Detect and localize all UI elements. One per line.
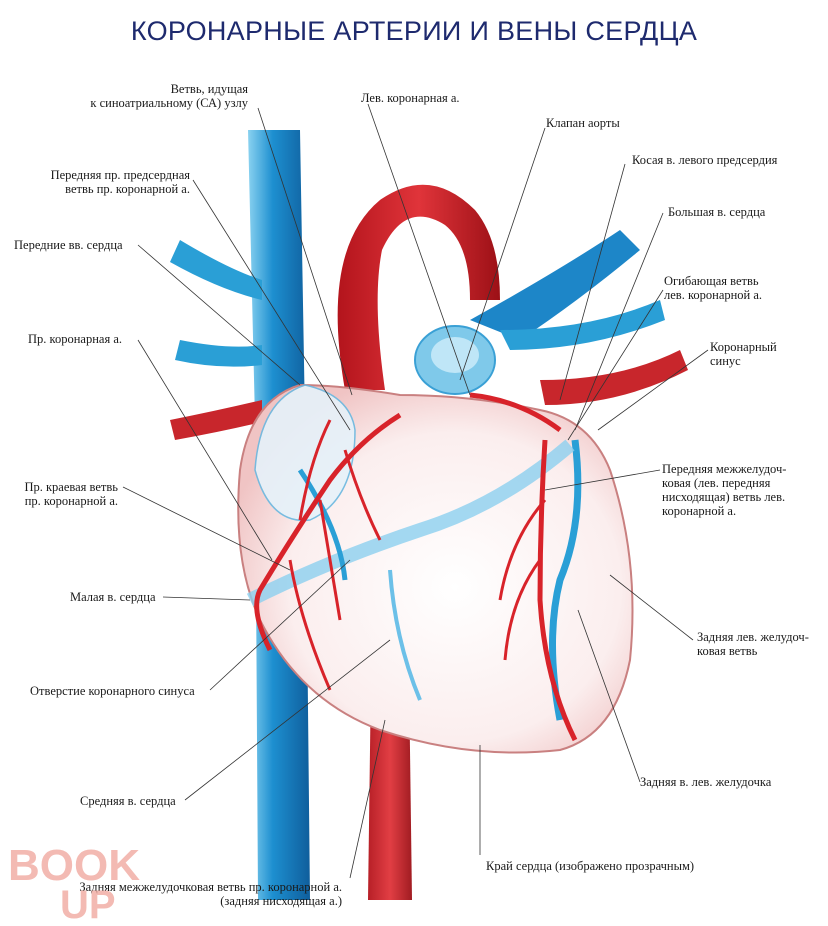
label-circumflex-line2: лев. коронарной а. [664,288,763,302]
label-circumflex: Огибающая ветвь лев. коронарной а. [664,274,762,302]
label-ant-atrial-line2: ветвь пр. коронарной а. [65,182,190,196]
label-great-cardiac-vein: Большая в. сердца [668,205,766,219]
label-left-coronary: Лев. коронарная а. [361,91,460,105]
label-pda-line2: (задняя нисходящая а.) [220,894,342,908]
label-ant-atrial-line1: Передняя пр. предсердная [50,168,190,182]
label-circumflex-line1: Огибающая ветвь [664,274,759,288]
label-pda-line1: Задняя межжелудочковая ветвь пр. коронар… [79,880,342,894]
diagram-title: КОРОНАРНЫЕ АРТЕРИИ И ВЕНЫ СЕРДЦА [130,16,698,46]
label-coronary-sinus-line1: Коронарный [710,340,777,354]
leader-lines [122,103,709,879]
label-post-lv-branch-line2: ковая ветвь [697,644,758,658]
label-lad-line3: нисходящая) ветвь лев. [662,490,786,504]
label-middle-cardiac-vein: Средняя в. сердца [80,794,176,808]
label-post-lv-branch-line1: Задняя лев. желудоч- [697,630,809,644]
label-post-lv-branch: Задняя лев. желудоч- ковая ветвь [697,630,809,658]
left-coronary-artery [469,392,562,433]
label-lad-line2: ковая (лев. передняя [662,476,771,490]
label-sa-branch-line1: Ветвь, идущая [170,82,248,96]
label-right-marginal-line2: пр. коронарной а. [24,494,118,508]
label-coronary-sinus-line2: синус [710,354,741,368]
label-coronary-sinus: Коронарный синус [710,340,777,368]
label-oblique-vein: Косая в. левого предсердия [632,153,778,167]
pulmonary-veins [470,230,640,340]
label-right-coronary: Пр. коронарная а. [28,332,122,346]
bookup-watermark-logo: BOOK UP [8,841,140,920]
aortic-arch [337,184,500,390]
label-post-lv-vein: Задняя в. лев. желудочка [640,775,772,789]
label-right-marginal: Пр. краевая ветвь пр. коронарной а. [24,480,118,508]
right-coronary-artery [254,412,402,652]
svg-text:UP: UP [60,883,116,920]
lad-artery [537,439,578,742]
label-aortic-valve: Клапан аорты [546,116,620,130]
label-ant-cardiac-veins: Передние вв. сердца [14,238,123,252]
svg-text:BOOK: BOOK [8,841,140,890]
label-small-cardiac-vein: Малая в. сердца [70,590,156,604]
label-sinus-opening: Отверстие коронарного синуса [30,684,195,698]
label-lad-line4: коронарной а. [662,504,737,518]
label-ant-atrial-branch: Передняя пр. предсердная ветвь пр. корон… [51,168,190,196]
label-posterior-descending: Задняя межжелудочковая ветвь пр. коронар… [79,880,342,908]
label-heart-border: Край сердца (изображено прозрачным) [486,859,695,873]
label-right-marginal-line1: Пр. краевая ветвь [24,480,118,494]
label-lad: Передняя межжелудоч- ковая (лев. передня… [662,462,786,518]
label-lad-line1: Передняя межжелудоч- [662,462,787,476]
label-sa-branch: Ветвь, идущая к синоатриальному (СА) узл… [90,82,248,110]
label-sa-branch-line2: к синоатриальному (СА) узлу [90,96,248,110]
